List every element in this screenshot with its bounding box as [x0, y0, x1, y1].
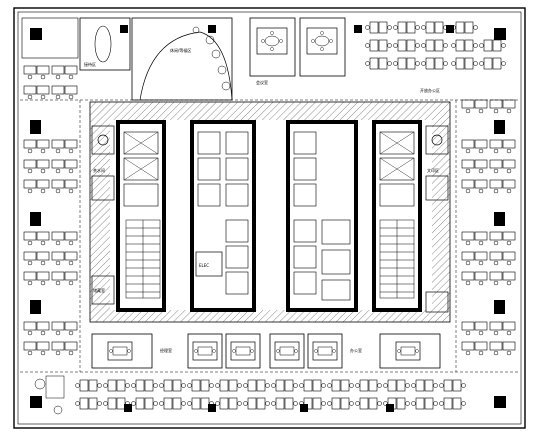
core-shafts — [116, 120, 422, 312]
tea-label: 茶水间 — [93, 167, 105, 173]
elevator-cells — [123, 131, 415, 301]
side-rooms-left — [91, 125, 115, 305]
storage-label: 储藏室 — [93, 287, 105, 293]
desks-right — [461, 99, 516, 356]
reception-room — [79, 17, 131, 71]
lounge-bottom-left — [34, 375, 65, 415]
office-label: 办公室 — [350, 347, 362, 353]
top-meeting-rooms — [249, 17, 346, 77]
open-office-label-top: 开放办公区 — [420, 87, 440, 93]
stair-right — [379, 219, 415, 299]
elevator-x-marks — [123, 131, 415, 181]
side-rooms-right — [425, 125, 449, 313]
exterior-wall-inner — [17, 11, 522, 425]
manager-label: 经理室 — [160, 347, 172, 353]
stair-left — [125, 219, 161, 299]
bottom-row-columns — [124, 404, 394, 412]
desks-bottom — [75, 379, 466, 410]
columns — [30, 25, 506, 408]
small-room-tl — [21, 17, 79, 59]
meeting-label-top: 会议室 — [256, 79, 268, 85]
reception-table — [94, 25, 112, 63]
lounge-curve — [139, 31, 233, 101]
elec-label: ELEC — [199, 263, 209, 268]
lounge-label: 休闲/等候区 — [170, 47, 191, 53]
reception-label: 接待区 — [84, 61, 96, 67]
core-inner-area — [110, 120, 432, 310]
print-label: 文印区 — [427, 167, 439, 173]
corridor-lines — [20, 99, 520, 373]
desks-top-right — [365, 21, 506, 70]
elec-room — [195, 251, 223, 277]
plants — [192, 26, 231, 91]
exterior-wall-outer — [13, 7, 526, 429]
meeting-room-tl — [131, 17, 233, 101]
south-offices — [91, 333, 441, 369]
